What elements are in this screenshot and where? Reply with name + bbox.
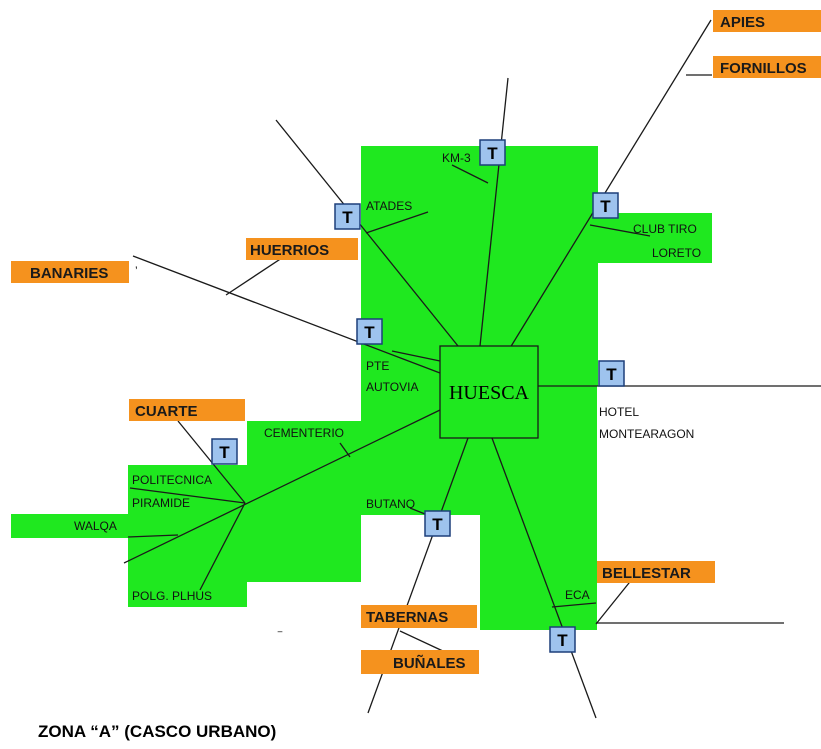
transfer-marker-hotel[interactable]: T xyxy=(598,360,625,387)
route-bellestar xyxy=(491,437,597,719)
city-center-label: HUESCA xyxy=(449,382,530,404)
destination-tabernas-label: TABERNAS xyxy=(366,609,448,626)
transfer-marker-atades[interactable]: T xyxy=(334,203,361,230)
stop-pte-label: PTE xyxy=(366,359,389,373)
route-bellestar-branch xyxy=(595,577,634,625)
stop-hotel-label: HOTEL xyxy=(599,405,639,419)
stray-dash: ‾ xyxy=(277,630,283,644)
stop-butano-label: BUTANO xyxy=(366,497,415,511)
route-cementerio xyxy=(123,409,441,564)
transfer-marker-letter: T xyxy=(432,515,443,534)
route-clubtiro-tick xyxy=(589,224,651,237)
destination-tabernas-box xyxy=(361,605,477,628)
transfer-marker-letter: T xyxy=(219,443,230,462)
route-politecnica-tick xyxy=(129,487,246,504)
transfer-marker-letter: T xyxy=(342,208,353,227)
transfer-marker-letter: T xyxy=(487,144,498,163)
transfer-marker-pte[interactable]: T xyxy=(356,318,383,345)
destination-apies-box xyxy=(713,10,821,32)
transfer-marker-letter: T xyxy=(600,197,611,216)
destinations: APIES FORNILLOS HUERRIOS BANARIES CUARTE… xyxy=(11,10,821,674)
transfer-marker-letter: T xyxy=(364,323,375,342)
destination-banaries-label: BANARIES xyxy=(30,265,108,282)
route-eca-tick xyxy=(551,602,597,608)
destination-cuarte-label: CUARTE xyxy=(135,403,198,420)
urban-zone xyxy=(11,146,712,630)
stop-eca-label: ECA xyxy=(565,588,590,602)
destination-cuarte-box xyxy=(129,399,245,421)
route-km3-tick xyxy=(451,164,489,184)
transfer-marker-km3[interactable]: T xyxy=(479,139,506,166)
stop-autovia-label: AUTOVIA xyxy=(366,380,418,394)
destination-banaries-box xyxy=(11,261,129,283)
stop-piramide-label: PIRAMIDE xyxy=(132,496,190,510)
destination-apies-label: APIES xyxy=(720,14,765,31)
route-walqa-tick xyxy=(127,534,179,538)
stop-walqa-label: WALQA xyxy=(74,519,117,533)
city-center: HUESCA xyxy=(439,345,539,439)
stray-apostrophe: ’ xyxy=(135,264,138,278)
route-tabernas-branch xyxy=(399,630,446,653)
stop-politecnica-label: POLITECNICA xyxy=(132,473,212,487)
map-title: ZONA “A” (CASCO URBANO) xyxy=(38,722,276,741)
route-apies xyxy=(509,19,712,349)
transfer-marker-cuarte[interactable]: T xyxy=(211,438,238,465)
stop-km3-label: KM-3 xyxy=(442,151,471,165)
destination-bellestar-label: BELLESTAR xyxy=(602,565,691,582)
transfer-markers: T T T T T T T T xyxy=(211,139,625,653)
city-center-box xyxy=(439,345,539,439)
destination-fornillos-box xyxy=(713,56,821,78)
transfer-marker-bellestar[interactable]: T xyxy=(549,626,576,653)
zone-main-area xyxy=(11,146,712,630)
destination-bunales-box xyxy=(361,650,479,674)
stop-montearagon-label: MONTEARAGON xyxy=(599,427,694,441)
route-pte-tick xyxy=(391,350,441,362)
stop-labels: KM-3 ATADES CLUB TIRO LORETO PTE AUTOVIA… xyxy=(74,151,701,603)
destination-bunales-label: BUÑALES xyxy=(393,654,466,672)
route-atades-tick xyxy=(365,211,429,234)
route-polg xyxy=(199,502,246,591)
transfer-marker-clubtiro[interactable]: T xyxy=(592,192,619,219)
stop-atades-label: ATADES xyxy=(366,199,412,213)
destination-fornillos-label: FORNILLOS xyxy=(720,60,807,77)
destination-huerrios-label: HUERRIOS xyxy=(250,242,329,259)
destination-bellestar-box xyxy=(597,561,715,583)
route-km3 xyxy=(479,77,509,347)
route-cementerio-tick xyxy=(339,442,351,458)
route-banaries xyxy=(132,255,441,374)
transfer-marker-butano[interactable]: T xyxy=(424,510,451,537)
stop-cementerio-label: CEMENTERIO xyxy=(264,426,344,440)
transfer-marker-letter: T xyxy=(606,365,617,384)
stop-club-tiro-label: CLUB TIRO xyxy=(633,222,697,236)
stop-loreto-label: LORETO xyxy=(652,246,701,260)
stop-polg-plhus-label: POLG. PLHUS xyxy=(132,589,212,603)
destination-huerrios-box xyxy=(246,238,358,260)
transfer-marker-letter: T xyxy=(557,631,568,650)
